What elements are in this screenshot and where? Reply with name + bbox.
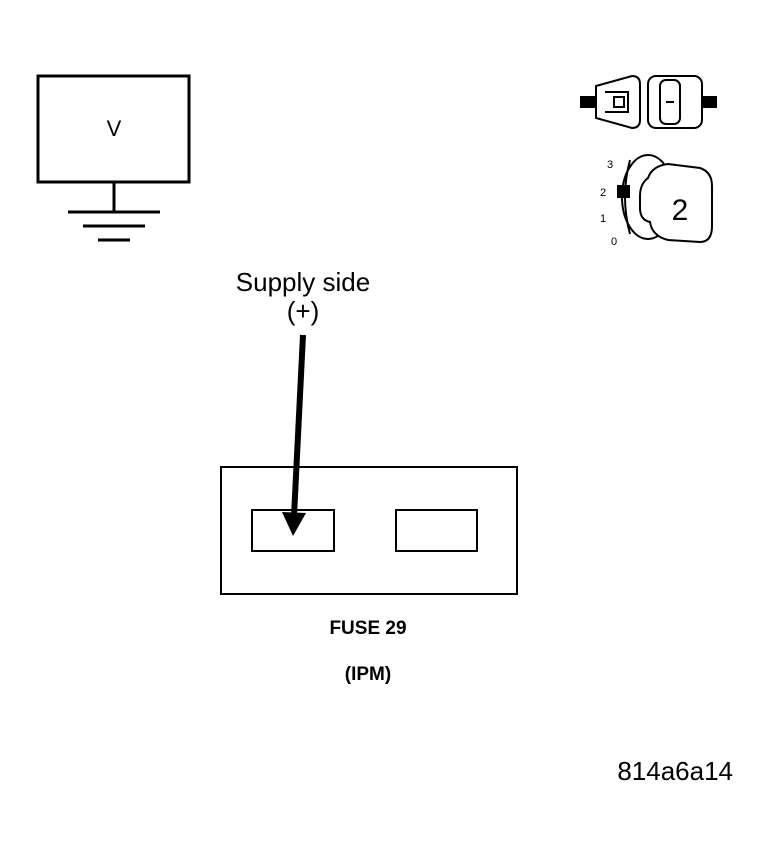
fuse-name-label: FUSE 29 [329,618,406,639]
supply-side-label: Supply side [236,267,370,297]
ignition-position-1: 1 [600,213,606,225]
voltmeter-box [36,74,191,184]
ignition-position-0: 0 [611,236,617,248]
fuse-block [220,466,518,595]
voltmeter-label: V [107,116,122,141]
ignition-position-2: 2 [600,187,606,199]
voltmeter-symbol: V [36,74,191,242]
polarity-label: (+) [287,296,320,326]
figure-id: 814a6a14 [617,756,733,786]
probe-arrow-icon [282,334,306,536]
ignition-key-label: 2 [672,194,689,227]
ignition-position-3: 3 [607,159,613,171]
ignition-key-icon: 3 2 1 0 2 [600,154,713,248]
fuse-terminal-load [395,509,478,552]
fuse-location-label: (IPM) [345,664,391,685]
disconnected-connector-icon [580,74,717,130]
ground-icon [68,210,160,242]
